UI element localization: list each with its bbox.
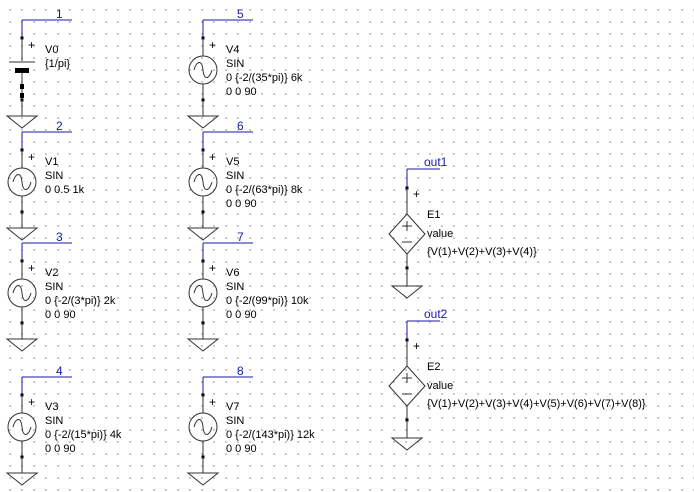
dep-source-expression: {V(1)+V(2)+V(3)+V(4)+V(5)+V(6)+V(7)+V(8)… [427, 398, 646, 410]
ground-icon [390, 437, 424, 451]
source-param-1: SIN [45, 170, 63, 182]
ground-icon [5, 115, 39, 129]
ground-icon [186, 115, 220, 129]
source-name: V3 [45, 401, 58, 413]
plus-sign: + [28, 38, 35, 52]
ground-icon [5, 227, 39, 241]
plus-sign: + [28, 261, 35, 275]
source-param-3: 0 0 90 [226, 443, 257, 455]
source-name: V2 [45, 267, 58, 279]
plus-sign: + [209, 261, 216, 275]
net-label-8: 8 [237, 364, 244, 378]
dep-source-e2: out2 + E2 value {V(1)+V(2)+V(3)+V(4)+V(5)+V(… [388, 307, 646, 451]
controlled-source-icon [388, 213, 426, 255]
ground-icon [186, 338, 220, 352]
net-label-out1: out1 [424, 155, 448, 169]
source-param-1: {1/pi} [45, 58, 70, 70]
source-param-2: 0 {-2/(35*pi)} 6k [226, 72, 303, 84]
sine-wave-icon [193, 419, 213, 435]
ground-icon [390, 285, 424, 299]
net-label-3: 3 [56, 230, 63, 244]
controlled-source-icon [388, 365, 426, 407]
source-param-3: 0 0 90 [226, 198, 257, 210]
ground-icon [5, 338, 39, 352]
source-name: V5 [226, 156, 239, 168]
source-param-2: 0 {-2/(63*pi)} 8k [226, 184, 303, 196]
plus-sign: + [28, 150, 35, 164]
dep-source-name: E2 [427, 361, 440, 373]
source-param-2: 0 {-2/(143*pi)} 12k [226, 429, 315, 441]
net-label-2: 2 [56, 119, 63, 133]
sine-wave-icon [193, 174, 213, 190]
sine-wave-icon [12, 419, 32, 435]
net-label-7: 7 [237, 230, 244, 244]
plus-sign: + [413, 339, 420, 353]
source-name: V0 [45, 44, 58, 56]
plus-sign: + [209, 395, 216, 409]
net-label-1: 1 [56, 7, 63, 21]
plus-sign: + [28, 395, 35, 409]
source-param-1: SIN [45, 415, 63, 427]
plus-sign: + [413, 187, 420, 201]
source-param-3: 0 0 90 [45, 309, 76, 321]
source-param-1: SIN [226, 170, 244, 182]
source-param-2: 0 0.5 1k [45, 184, 85, 196]
battery-plate-short [15, 68, 29, 73]
sine-wave-icon [193, 285, 213, 301]
source-param-3: 0 0 90 [226, 309, 257, 321]
sine-wave-icon [12, 174, 32, 190]
dep-source-e1: out1 + E1 value {V(1)+V(2)+V(3)+V(4)} [388, 155, 537, 299]
ground-icon [186, 472, 220, 486]
dep-source-expression: {V(1)+V(2)+V(3)+V(4)} [427, 246, 537, 258]
plus-sign: + [209, 38, 216, 52]
sine-wave-icon [12, 285, 32, 301]
source-name: V7 [226, 401, 239, 413]
dep-source-label: value [427, 228, 453, 240]
source-v0: 1 + V0 {1/pi} [5, 7, 72, 129]
source-param-1: SIN [226, 415, 244, 427]
net-label-4: 4 [56, 364, 63, 378]
ground-icon [186, 227, 220, 241]
source-name: V6 [226, 267, 239, 279]
source-param-1: SIN [226, 281, 244, 293]
sine-wave-icon [193, 62, 213, 78]
net-label-6: 6 [237, 119, 244, 133]
source-param-2: 0 {-2/(15*pi)} 4k [45, 429, 122, 441]
net-label-5: 5 [237, 7, 244, 21]
ground-icon [5, 472, 39, 486]
source-param-2: 0 {-2/(3*pi)} 2k [45, 295, 116, 307]
source-param-3: 0 0 90 [45, 443, 76, 455]
source-param-2: 0 {-2/(99*pi)} 10k [226, 295, 309, 307]
source-param-1: SIN [226, 58, 244, 70]
dep-source-name: E1 [427, 209, 440, 221]
net-label-out2: out2 [424, 307, 448, 321]
source-name: V4 [226, 44, 239, 56]
source-name: V1 [45, 156, 58, 168]
dep-source-label: value [427, 380, 453, 392]
source-param-3: 0 0 90 [226, 86, 257, 98]
plus-sign: + [209, 150, 216, 164]
source-param-1: SIN [45, 281, 63, 293]
